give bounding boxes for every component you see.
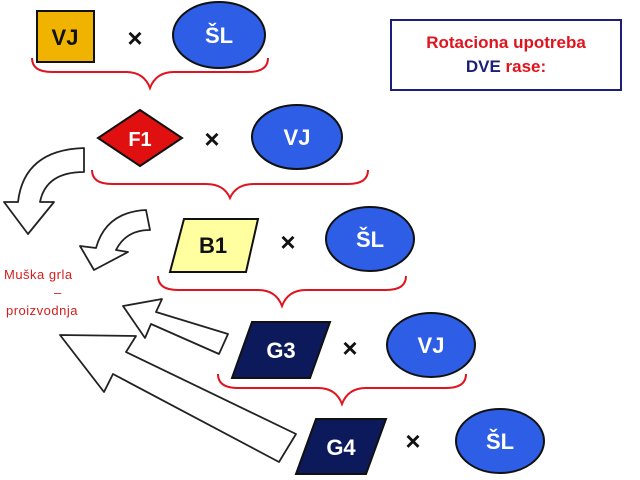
brace-1 [31, 57, 269, 91]
node-vj-ellipse-4 [386, 312, 476, 378]
brace-2 [91, 169, 369, 201]
title-dve: DVE [465, 57, 501, 76]
side-label-dash: – [54, 285, 62, 300]
node-g3-label: G3 [266, 338, 295, 363]
cross-symbol-4: × [342, 333, 357, 363]
cross-symbol-5: × [405, 426, 420, 456]
cross-symbol-2: × [204, 124, 219, 154]
node-sl-ellipse-3 [325, 206, 415, 272]
node-f1-diamond [96, 108, 184, 168]
node-f1-label: F1 [128, 129, 151, 151]
node-sl-ellipse-5 [455, 408, 545, 474]
node-vj-label: VJ [52, 25, 79, 50]
node-g4-label: G4 [326, 435, 356, 460]
title-line-1: Rotaciona upotreba [426, 33, 586, 52]
side-label-line-1: Muška grla [4, 267, 73, 282]
curved-arrow-f1-icon [3, 147, 85, 235]
node-g3-parallelogram [230, 321, 332, 379]
node-sl-label-5: ŠL [486, 429, 514, 454]
node-vj-label-4: VJ [418, 333, 445, 358]
node-g4-parallelogram [294, 418, 388, 475]
node-vj-label-2: VJ [284, 125, 311, 150]
node-b1-label: B1 [199, 233, 227, 258]
node-b1-parallelogram [168, 218, 260, 273]
node-sl-ellipse-1 [172, 1, 266, 69]
curved-arrow-b1-icon [79, 209, 151, 271]
side-label-line-3: proizvodnja [6, 303, 78, 318]
node-sl-label-3: ŠL [356, 227, 384, 252]
node-sl-label-1: ŠL [205, 23, 233, 48]
cross-symbol-3: × [280, 227, 295, 257]
title-rase: rase: [505, 57, 547, 76]
node-vj-ellipse-2 [251, 104, 343, 170]
brace-3 [157, 275, 407, 309]
cross-symbol-1: × [127, 23, 142, 53]
arrow-g4-icon [59, 334, 297, 463]
male-production-label: Muška grla – proizvodnja [4, 266, 154, 320]
brace-4 [217, 373, 467, 407]
node-vj-square [36, 10, 95, 63]
arrow-g3-icon [122, 298, 229, 355]
title-box: Rotaciona upotreba DVE rase: [390, 19, 622, 91]
